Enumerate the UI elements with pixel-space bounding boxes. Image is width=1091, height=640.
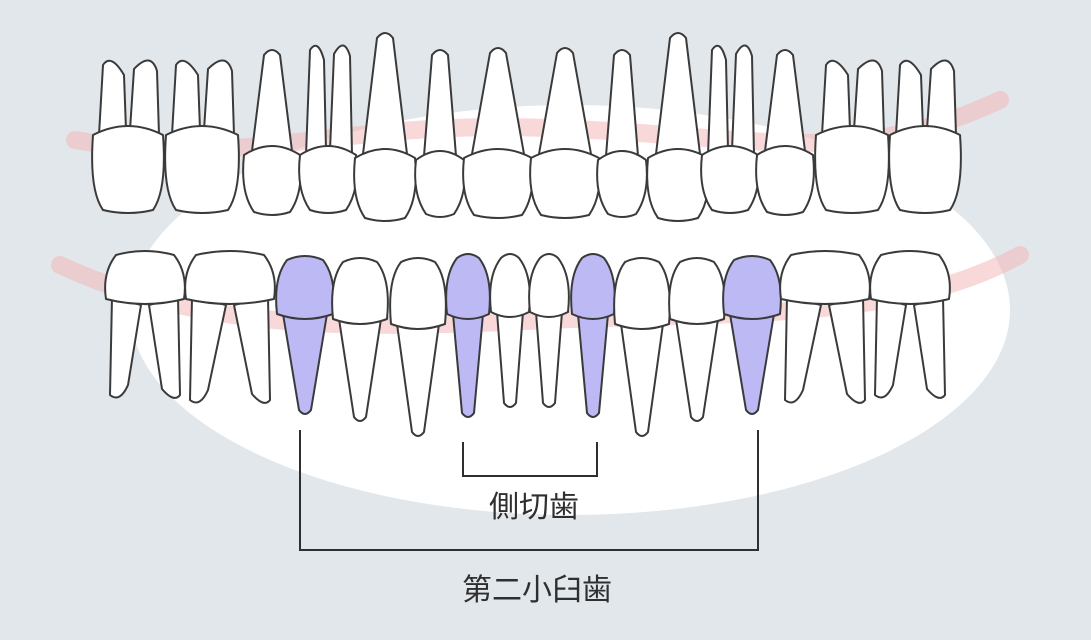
upper-tooth — [164, 59, 240, 214]
brackets — [299, 430, 759, 551]
upper-tooth — [529, 47, 601, 219]
upper-tooth — [700, 44, 760, 214]
lower-tooth — [489, 253, 531, 408]
highlighted-lower-tooth — [570, 253, 616, 418]
upper-tooth — [91, 59, 165, 214]
upper-tooth — [646, 32, 710, 222]
upper-jaw — [91, 32, 962, 222]
highlighted-lower-tooth — [275, 255, 335, 415]
second-premolar-bracket — [299, 430, 759, 551]
lower-tooth — [613, 257, 671, 437]
upper-tooth — [298, 44, 358, 214]
second-premolar-label: 第二小臼歯 — [462, 573, 612, 608]
lateral-incisor-bracket — [462, 442, 598, 477]
upper-tooth — [755, 49, 815, 216]
lower-tooth — [668, 257, 726, 422]
lower-tooth — [869, 250, 951, 399]
lower-tooth — [104, 250, 186, 399]
lower-tooth — [528, 253, 570, 408]
lower-tooth — [331, 257, 389, 422]
upper-tooth — [353, 32, 417, 222]
highlighted-lower-tooth — [722, 255, 782, 415]
upper-tooth — [596, 49, 648, 218]
lower-tooth — [389, 257, 447, 437]
lower-tooth — [184, 250, 276, 404]
upper-tooth — [414, 49, 466, 218]
lateral-incisor-label: 側切歯 — [489, 490, 579, 525]
lower-jaw — [104, 250, 951, 437]
lower-tooth — [779, 250, 871, 404]
highlighted-lower-tooth — [445, 253, 491, 418]
upper-tooth — [462, 47, 534, 219]
upper-tooth — [888, 59, 962, 214]
upper-tooth — [814, 59, 890, 214]
upper-tooth — [242, 49, 302, 216]
